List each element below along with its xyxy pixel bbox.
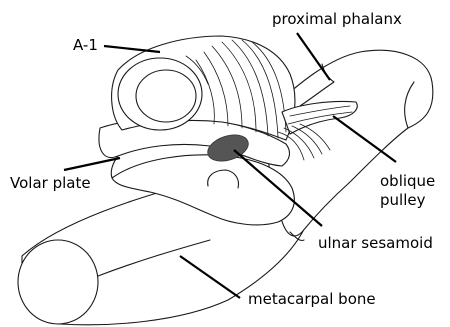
proximal-phalanx-leader-line: [297, 33, 330, 80]
proximal-phalanx-label: proximal phalanx: [272, 10, 402, 28]
oblique-pulley-label-line2: pulley: [380, 191, 426, 209]
metacarpal-bone-label: metacarpal bone: [248, 290, 376, 308]
ulnar-sesamoid-label: ulnar sesamoid: [318, 234, 433, 252]
oblique-pulley-label-line1: oblique: [380, 172, 435, 190]
a1-label: A-1: [73, 36, 98, 54]
volar-plate-label: Volar plate: [10, 174, 91, 192]
